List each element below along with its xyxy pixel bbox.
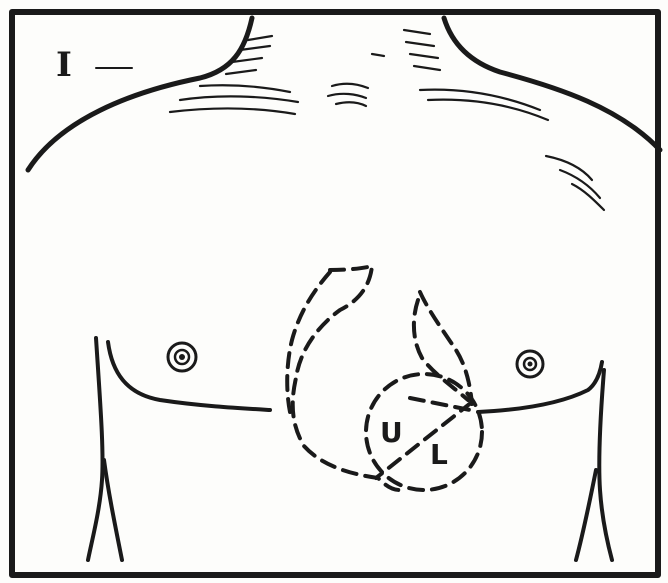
panel-label: I <box>56 45 72 85</box>
region-label-lower: L <box>430 438 448 471</box>
region-label-upper: U <box>380 416 403 449</box>
